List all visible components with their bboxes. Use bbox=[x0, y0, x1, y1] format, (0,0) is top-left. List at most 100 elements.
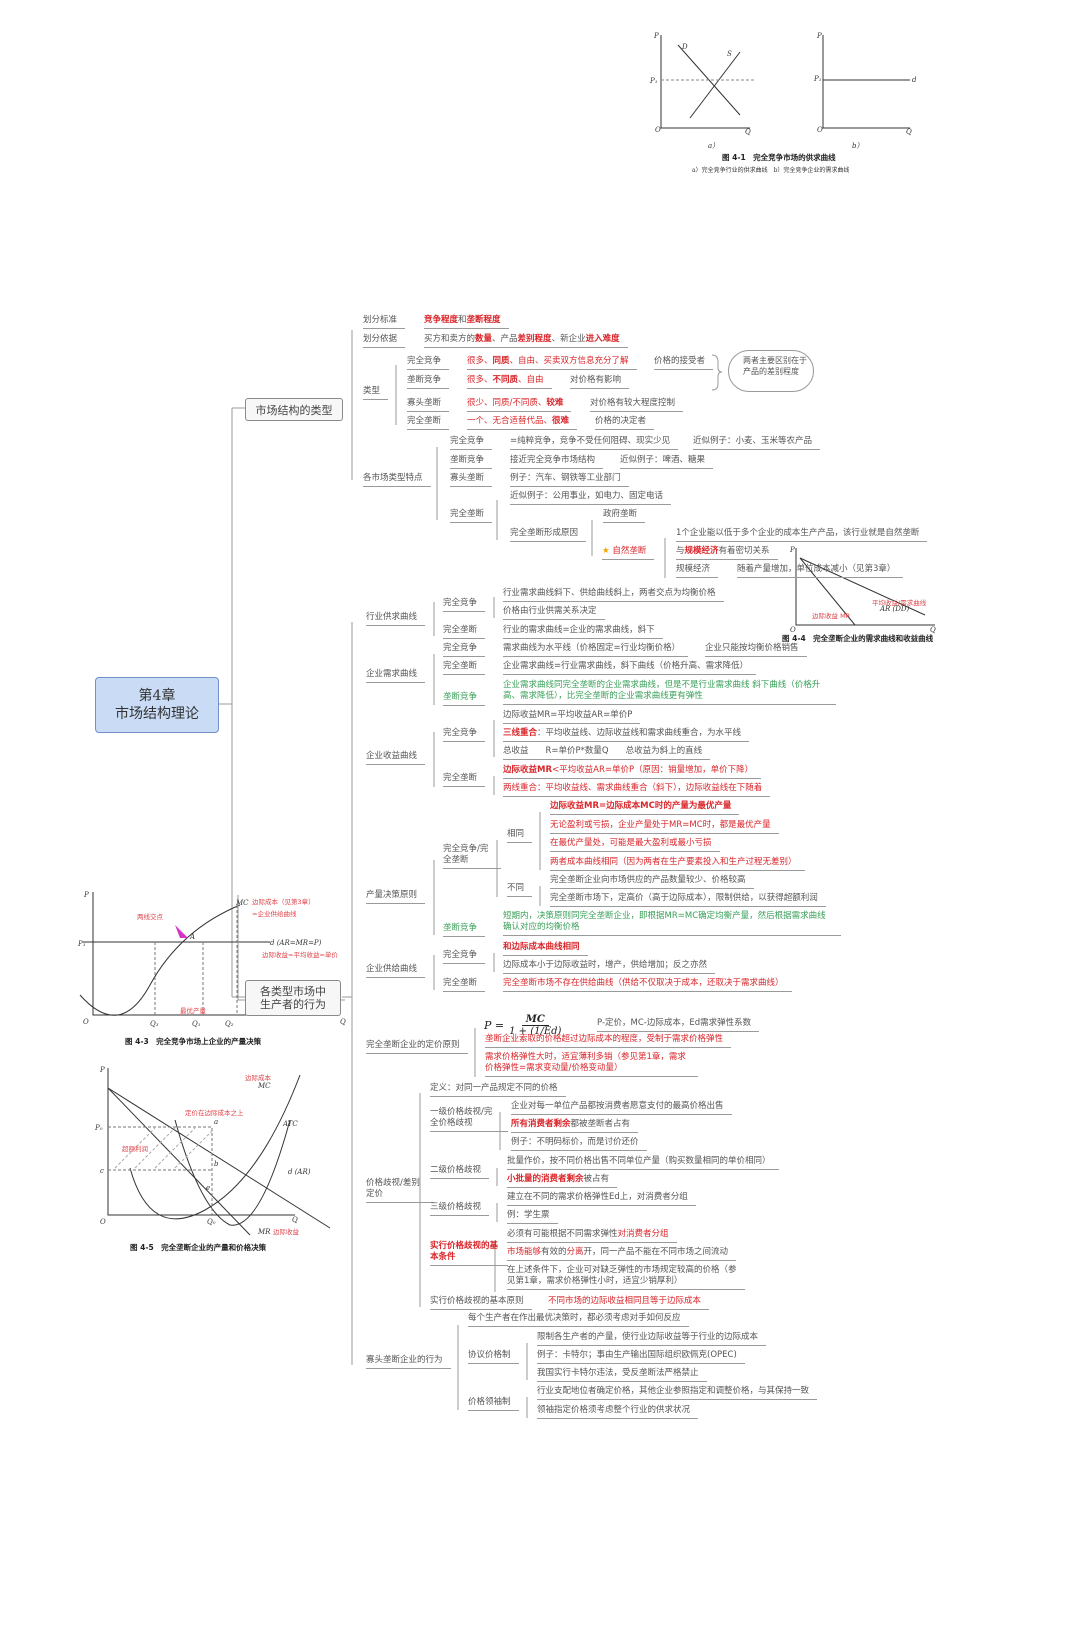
node-sup-pc-2[interactable]: 边际成本小于边际收益时，增产，供给增加；反之亦然 bbox=[503, 960, 716, 974]
node-feat-l[interactable]: 各市场类型特点 bbox=[363, 473, 431, 487]
node-out-mc-1[interactable]: 短期内，决策原则同完全垄断企业，即根据MR=MC确定均衡产量，然后根据需求曲线确… bbox=[503, 911, 841, 936]
central-topic[interactable]: 第4章 市场结构理论 bbox=[95, 677, 219, 733]
node-nat-1[interactable]: 1个企业能以低于多个企业的成本生产产品，该行业就是自然垄断 bbox=[676, 528, 928, 542]
node-fd-pm-1[interactable]: 企业需求曲线=行业需求曲线，斜下曲线（价格升高、需求降低） bbox=[503, 661, 757, 675]
node-sup-pm[interactable]: 完全垄断 bbox=[443, 978, 486, 992]
node-t-ol-d[interactable]: 很少、同质/不同质、较难 bbox=[467, 398, 572, 412]
node-ind-pc[interactable]: 完全竞争 bbox=[443, 598, 486, 612]
node-out-l[interactable]: 产量决策原则 bbox=[366, 890, 426, 904]
branch-market-types[interactable]: 市场结构的类型 bbox=[245, 398, 343, 421]
node-pd-c[interactable]: 实行价格歧视的基本条件 bbox=[430, 1241, 508, 1266]
node-pd-1c[interactable]: 例子：不明码标价，而是讨价还价 bbox=[511, 1137, 647, 1151]
node-price-1[interactable]: 垄断企业索取的价格超过边际成本的程度，受制于需求价格弹性 bbox=[485, 1034, 732, 1048]
node-t-mc-d[interactable]: 很多、不同质、自由 bbox=[467, 375, 552, 389]
node-olig-a1[interactable]: 限制各生产者的产量，使行业边际收益等于行业的边际成本 bbox=[537, 1332, 767, 1346]
node-pd-3a[interactable]: 建立在不同的需求价格弹性Ed上，对消费者分组 bbox=[507, 1192, 696, 1206]
node-rev-pc-1[interactable]: 边际收益MR=平均收益AR=单价P bbox=[503, 710, 641, 724]
node-fd-mc[interactable]: 垄断竞争 bbox=[443, 692, 486, 706]
node-f-ol[interactable]: 寡头垄断 bbox=[450, 473, 493, 487]
node-f-pc[interactable]: 完全竞争 bbox=[450, 436, 493, 450]
branch-producer-behavior[interactable]: 各类型市场中生产者的行为 bbox=[245, 980, 341, 1016]
node-gov[interactable]: 政府垄断 bbox=[603, 509, 646, 523]
node-basis-l[interactable]: 划分依据 bbox=[363, 334, 406, 348]
node-out-s2[interactable]: 在最优产量处，可能是最大盈利或最小亏损 bbox=[550, 838, 720, 852]
node-out-s1[interactable]: 无论盈利或亏损，企业产量处于MR=MC时，都是最优产量 bbox=[550, 820, 779, 834]
node-pd-2b[interactable]: 小批量的消费者剩余被占有 bbox=[507, 1174, 618, 1188]
node-pd-2[interactable]: 二级价格歧视 bbox=[430, 1165, 490, 1179]
node-out-s3[interactable]: 两者成本曲线相同（因为两者在生产要素投入和生产过程无差别） bbox=[550, 857, 805, 871]
node-fd-pm[interactable]: 完全垄断 bbox=[443, 661, 486, 675]
node-out-d2[interactable]: 完全垄断市场下，定高价（高于边际成本），限制供给，以获得超额利润 bbox=[550, 893, 826, 907]
node-f-ol-d[interactable]: 例子：汽车、钢铁等工业部门 bbox=[510, 473, 629, 487]
node-f-pm-cause[interactable]: 完全垄断形成原因 bbox=[510, 528, 587, 542]
node-nat-3e[interactable]: 随着产量增加，单位成本减小（见第3章） bbox=[737, 564, 904, 578]
node-ind-pc-2[interactable]: 价格由行业供需关系决定 bbox=[503, 606, 605, 620]
node-ind-l[interactable]: 行业供求曲线 bbox=[366, 612, 426, 626]
node-sup-pc[interactable]: 完全竞争 bbox=[443, 950, 486, 964]
node-olig-b2[interactable]: 领袖指定价格须考虑整个行业的供求状况 bbox=[537, 1405, 699, 1419]
node-sup-pc-1[interactable]: 和边际成本曲线相同 bbox=[503, 942, 588, 956]
node-rev-pm[interactable]: 完全垄断 bbox=[443, 773, 486, 787]
node-f-pm[interactable]: 完全垄断 bbox=[450, 509, 493, 523]
node-pd-l[interactable]: 价格歧视/差别定价 bbox=[366, 1178, 434, 1203]
node-pd-def[interactable]: 定义：对同一产品规定不同的价格 bbox=[430, 1083, 566, 1097]
node-f-mc-e[interactable]: 近似例子：啤酒、糖果 bbox=[620, 455, 714, 469]
node-f-mc-d[interactable]: 接近完全竞争市场结构 bbox=[510, 455, 604, 469]
node-nat-3[interactable]: 规模经济 bbox=[676, 564, 719, 578]
node-pd-1[interactable]: 一级价格歧视/完全价格歧视 bbox=[430, 1107, 508, 1132]
node-out-same[interactable]: 相同 bbox=[507, 829, 533, 843]
node-pd-p1[interactable]: 不同市场的边际收益相同且等于边际成本 bbox=[548, 1296, 710, 1310]
node-pd-p[interactable]: 实行价格歧视的基本原则 bbox=[430, 1296, 532, 1310]
node-out-top[interactable]: 边际收益MR=边际成本MC时的产量为最优产量 bbox=[550, 801, 740, 815]
node-f-mc[interactable]: 垄断竞争 bbox=[450, 455, 493, 469]
node-out-d1[interactable]: 完全垄断企业向市场供应的产品数量较少、价格较高 bbox=[550, 875, 754, 889]
node-olig-l[interactable]: 寡头垄断企业的行为 bbox=[366, 1355, 451, 1369]
node-rev-pc[interactable]: 完全竞争 bbox=[443, 728, 486, 742]
node-t-ol-e[interactable]: 对价格有较大程度控制 bbox=[590, 398, 684, 412]
node-olig-a3[interactable]: 我国实行卡特尔违法，受反垄断法严格禁止 bbox=[537, 1368, 707, 1382]
node-pd-1a[interactable]: 企业对每一单位产品都按消费者愿意支付的最高价格出售 bbox=[511, 1101, 732, 1115]
node-out-diff[interactable]: 不同 bbox=[507, 883, 533, 897]
node-basis-v[interactable]: 买方和卖方的数量、产品差别程度、新企业进入难度 bbox=[424, 334, 628, 348]
node-rev-pm-2[interactable]: 两线重合：平均收益线、需求曲线重合（斜下），边际收益线在下随着 bbox=[503, 783, 771, 797]
node-pd-c2[interactable]: 市场能够有效的分离开，同一产品不能在不同市场之间流动 bbox=[507, 1247, 737, 1261]
node-pd-1b[interactable]: 所有消费者剩余都被垄断者占有 bbox=[511, 1119, 639, 1133]
node-out-pcpm[interactable]: 完全竞争/完全垄断 bbox=[443, 844, 501, 869]
node-f-pc-e[interactable]: 近似例子：小麦、玉米等农产品 bbox=[693, 436, 821, 450]
node-pd-c1[interactable]: 必须有可能根据不同需求弹性对消费者分组 bbox=[507, 1229, 677, 1243]
node-sup-pm-1[interactable]: 完全垄断市场不存在供给曲线（供给不仅取决于成本，还取决于需求曲线） bbox=[503, 978, 792, 992]
node-ind-pc-1[interactable]: 行业需求曲线斜下、供给曲线斜上，两者交点为均衡价格 bbox=[503, 588, 724, 602]
node-fd-mc-1[interactable]: 企业需求曲线同完全垄断的企业需求曲线，但是不是行业需求曲线 斜下曲线（价格升高、… bbox=[503, 680, 836, 705]
node-t-pm-e[interactable]: 价格的决定者 bbox=[595, 416, 655, 430]
node-pd-c3[interactable]: 在上述条件下，企业可对缺乏弹性的市场规定较高的价格（参见第1章，需求价格弹性小时… bbox=[507, 1265, 745, 1290]
node-ind-pm[interactable]: 完全垄断 bbox=[443, 625, 486, 639]
node-std-l[interactable]: 划分标准 bbox=[363, 315, 406, 329]
node-type-l[interactable]: 类型 bbox=[363, 386, 389, 400]
node-ind-pm-1[interactable]: 行业的需求曲线=企业的需求曲线，斜下 bbox=[503, 625, 663, 639]
node-olig-0[interactable]: 每个生产者在作出最优决策时，都必须考虑对手如何反应 bbox=[468, 1313, 689, 1327]
node-sup-l[interactable]: 企业供给曲线 bbox=[366, 964, 426, 978]
node-nat[interactable]: ★ 自然垄断 bbox=[602, 546, 655, 560]
node-pd-3b[interactable]: 例：学生票 bbox=[507, 1210, 558, 1224]
node-olig-b1[interactable]: 行业支配地位者确定价格，其他企业参照指定和调整价格，与其保持一致 bbox=[537, 1386, 818, 1400]
node-price-2[interactable]: 需求价格弹性大时，适宜薄利多销（参见第1章，需求价格弹性=需求变动量/价格变动量… bbox=[485, 1052, 698, 1077]
node-rev-l[interactable]: 企业收益曲线 bbox=[366, 751, 426, 765]
node-rev-pm-1[interactable]: 边际收益MR<平均收益AR=单价P（原因：销量增加，单价下降） bbox=[503, 765, 762, 779]
node-fd-pc[interactable]: 完全竞争 bbox=[443, 643, 486, 657]
node-t-pm[interactable]: 完全垄断 bbox=[407, 416, 450, 430]
node-f-pc-d[interactable]: =纯粹竞争，竞争不受任何阻碍、现实少见 bbox=[510, 436, 679, 450]
node-fd-pc-1[interactable]: 需求曲线为水平线（价格固定=行业均衡价格） bbox=[503, 643, 689, 657]
node-t-mc[interactable]: 垄断竞争 bbox=[407, 375, 450, 389]
node-std-v[interactable]: 竞争程度和垄断程度 bbox=[424, 315, 509, 329]
node-price-f[interactable]: P-定价，MC-边际成本，Ed需求弹性系数 bbox=[597, 1018, 760, 1032]
node-fd-l[interactable]: 企业需求曲线 bbox=[366, 669, 426, 683]
node-fd-pc-2[interactable]: 企业只能按均衡价格销售 bbox=[705, 643, 807, 657]
node-rev-pc-3[interactable]: 总收益 R=单价P*数量Q 总收益为斜上的直线 bbox=[503, 746, 711, 760]
node-t-mc-e[interactable]: 对价格有影响 bbox=[570, 375, 630, 389]
node-t-pc-d[interactable]: 很多、同质、自由、买卖双方信息充分了解 bbox=[467, 356, 637, 370]
node-t-ol[interactable]: 寡头垄断 bbox=[407, 398, 450, 412]
node-olig-a2[interactable]: 例子：卡特尔；事由生产输出国际组织欧佩克(OPEC) bbox=[537, 1350, 745, 1364]
node-t-pc[interactable]: 完全竞争 bbox=[407, 356, 450, 370]
node-olig-b[interactable]: 价格领袖制 bbox=[468, 1397, 519, 1411]
node-nat-2[interactable]: 与规模经济有着密切关系 bbox=[676, 546, 778, 560]
